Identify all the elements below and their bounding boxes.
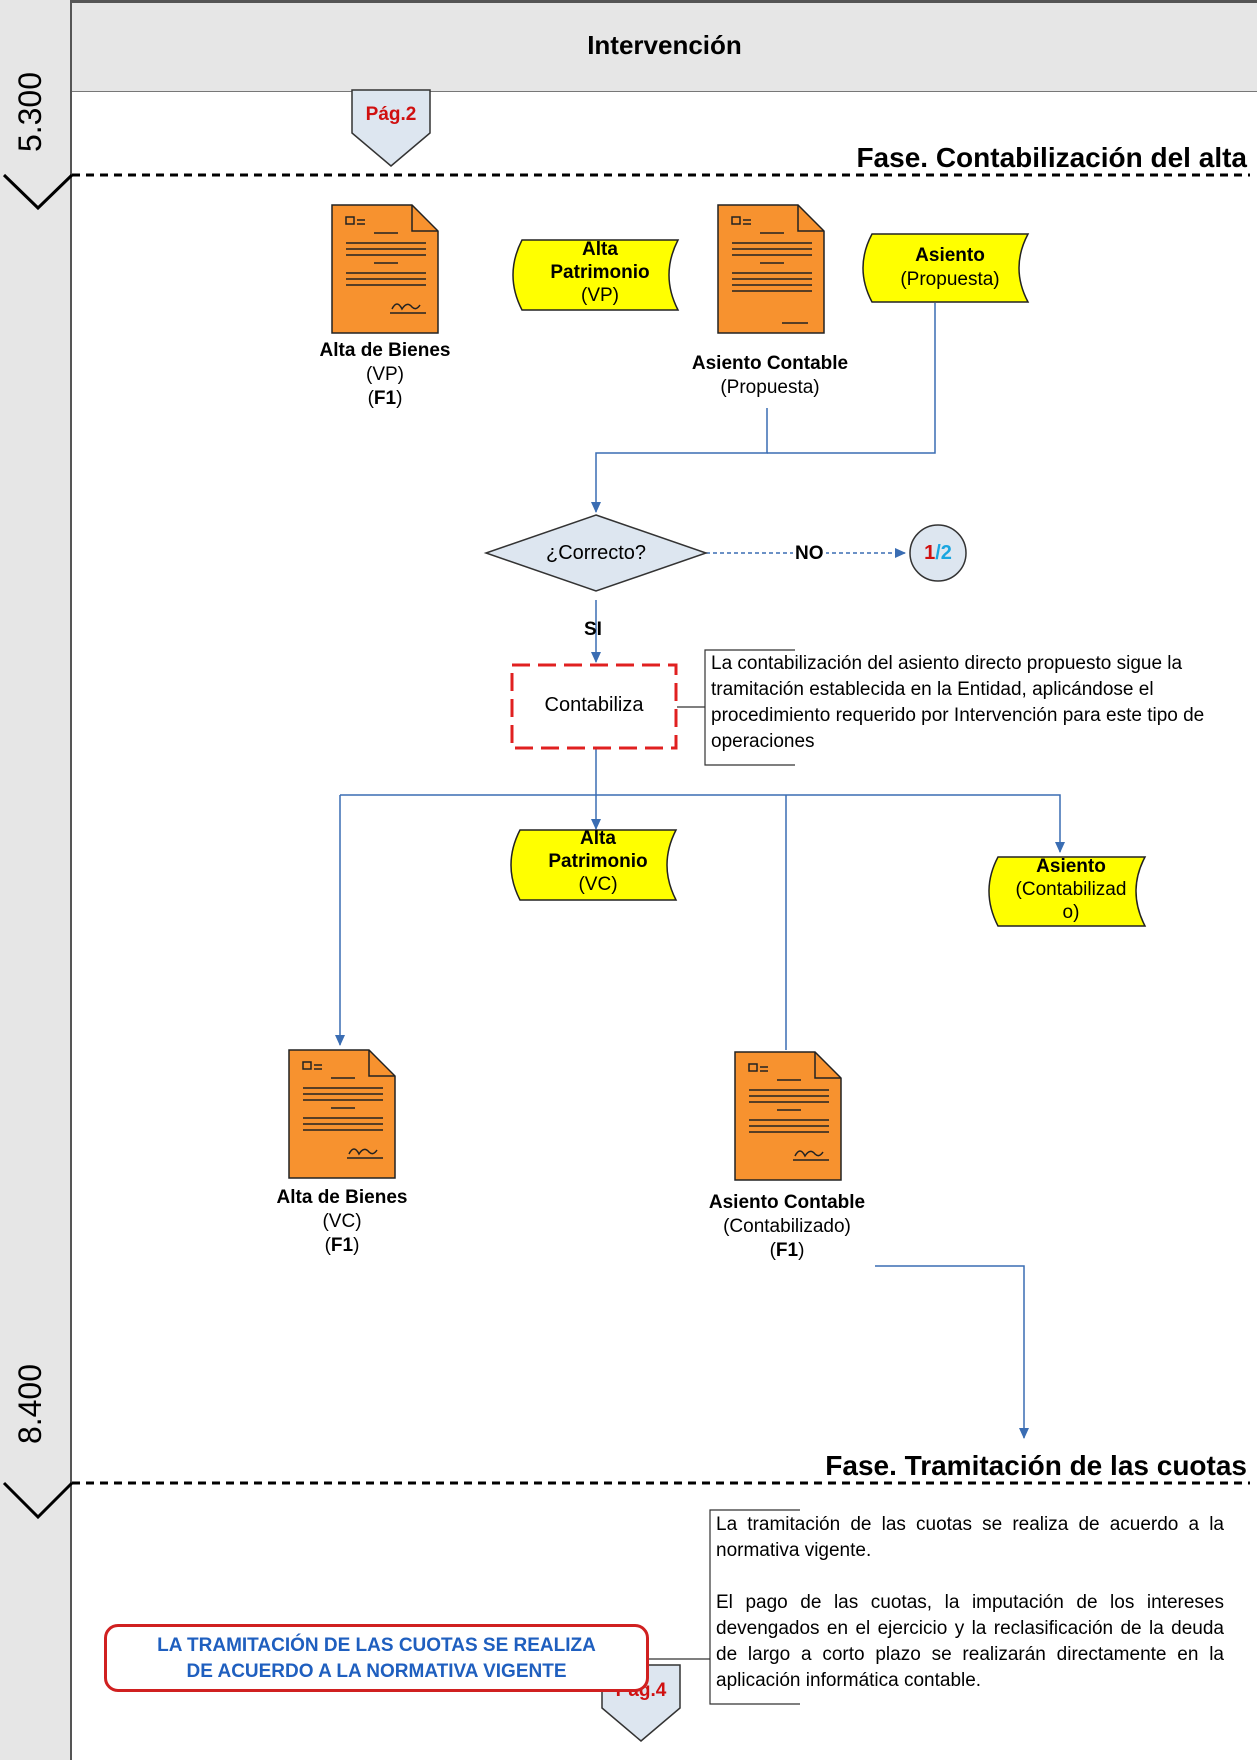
banner-line-2: DE ACUERDO A LA NORMATIVA VIGENTE — [186, 1661, 567, 1682]
store-asiento-contabilizado[interactable] — [988, 856, 1147, 927]
note-contabiliza: La contabilización del asiento directo p… — [711, 653, 1205, 752]
store-line: (Propuesta) — [900, 269, 1000, 290]
store-alta-patrimonio-vp[interactable] — [512, 239, 680, 311]
label-asiento-propuesta-title: Asiento Contable — [691, 353, 849, 374]
decision-yes-label: SI — [584, 619, 602, 640]
store-asiento-propuesta[interactable] — [862, 233, 1030, 303]
process-contabiliza[interactable] — [510, 663, 678, 750]
phase-separator-1 — [2, 173, 1250, 211]
store-line: Asiento — [1036, 856, 1106, 877]
form-code: F1 — [775, 1240, 799, 1261]
store-line: (VC) — [578, 874, 618, 895]
label-asiento-contabilizado-sub: (Contabilizado) — [723, 1216, 851, 1237]
label-alta-bienes-vp-title: Alta de Bienes — [319, 340, 451, 361]
label-alta-bienes-vc-title: Alta de Bienes — [276, 1187, 408, 1208]
form-paren-open: ( — [324, 1235, 331, 1256]
label-asiento-contabilizado-title: Asiento Contable — [708, 1192, 866, 1213]
label-alta-bienes-vp: Alta de Bienes (VP) (F1) — [280, 339, 490, 411]
document-alta-bienes-vp[interactable] — [331, 204, 439, 334]
label-store-alta-patrimonio-vc: Alta Patrimonio (VC) — [518, 827, 678, 896]
label-store-alta-patrimonio-vp: Alta Patrimonio (VP) — [520, 238, 680, 307]
phase-title-contabilizacion: Fase. Contabilización del alta — [856, 142, 1247, 173]
note-bracket-contabiliza — [677, 649, 795, 766]
banner-line-1: LA TRAMITACIÓN DE LAS CUOTAS SE REALIZA — [157, 1635, 596, 1656]
store-line: Alta — [582, 239, 618, 260]
store-line: Patrimonio — [550, 262, 650, 283]
lane-header — [72, 0, 1257, 92]
store-line: Alta — [580, 828, 616, 849]
note-cuotas-2: El pago de las cuotas, la imputación de … — [716, 1592, 1224, 1691]
store-line: o) — [1062, 902, 1080, 923]
form-paren-open: ( — [769, 1240, 776, 1261]
label-store-asiento-propuesta: Asiento (Propuesta) — [868, 244, 1032, 292]
document-alta-bienes-vc[interactable] — [288, 1049, 396, 1179]
phase-title-cuotas: Fase. Tramitación de las cuotas — [825, 1450, 1247, 1481]
page-connector-in-label: Pág.2 — [365, 104, 417, 125]
form-paren-close: ) — [353, 1235, 360, 1256]
decision-no-label: NO — [793, 543, 826, 565]
label-alta-bienes-vc-sub: (VC) — [322, 1211, 362, 1232]
form-code: F1 — [373, 388, 397, 409]
document-asiento-propuesta[interactable] — [717, 204, 825, 334]
page-connector-in[interactable] — [351, 89, 431, 167]
store-line: Asiento — [915, 245, 985, 266]
banner-tramitacion-cuotas: LA TRAMITACIÓN DE LAS CUOTAS SE REALIZA … — [104, 1624, 649, 1692]
offpage-sep: / — [935, 542, 941, 564]
form-paren-open: ( — [367, 388, 374, 409]
label-asiento-propuesta-sub: (Propuesta) — [720, 377, 820, 398]
note-cuotas-1: La tramitación de las cuotas se realiza … — [716, 1514, 1224, 1561]
label-asiento-propuesta: Asiento Contable (Propuesta) — [660, 352, 880, 400]
offpage-num-1: 1 — [924, 542, 936, 564]
lane-title: Intervención — [587, 30, 742, 60]
form-paren-close: ) — [798, 1240, 805, 1261]
lane-sidebar — [0, 0, 72, 1760]
offpage-connector-1-2[interactable] — [909, 524, 967, 582]
store-alta-patrimonio-vc[interactable] — [510, 829, 678, 901]
form-code: F1 — [330, 1235, 354, 1256]
store-line: Patrimonio — [548, 851, 648, 872]
connector-lines — [335, 303, 1065, 1439]
label-alta-bienes-vc-form: (F1) — [237, 1234, 447, 1258]
offpage-num-2: 2 — [940, 542, 952, 564]
note-bracket-cuotas — [649, 1509, 800, 1705]
decision-correcto[interactable] — [483, 514, 709, 592]
store-line: (Contabilizad — [1015, 879, 1127, 900]
phase-separator-2 — [2, 1481, 1250, 1520]
label-store-asiento-contabilizado: Asiento (Contabilizad o) — [990, 855, 1152, 924]
form-paren-close: ) — [396, 388, 403, 409]
decision-question: ¿Correcto? — [545, 542, 647, 564]
process-contabiliza-label: Contabiliza — [544, 694, 644, 716]
label-asiento-contabilizado-form: (F1) — [672, 1239, 902, 1263]
label-alta-bienes-vc: Alta de Bienes (VC) (F1) — [237, 1186, 447, 1258]
offpage-connector-label: 1/2 — [910, 542, 966, 565]
store-line: (VP) — [581, 285, 619, 306]
label-alta-bienes-vp-form: (F1) — [280, 387, 490, 411]
label-asiento-contabilizado: Asiento Contable (Contabilizado) (F1) — [672, 1191, 902, 1263]
document-asiento-contabilizado[interactable] — [734, 1051, 842, 1181]
label-alta-bienes-vp-sub: (VP) — [366, 364, 404, 385]
